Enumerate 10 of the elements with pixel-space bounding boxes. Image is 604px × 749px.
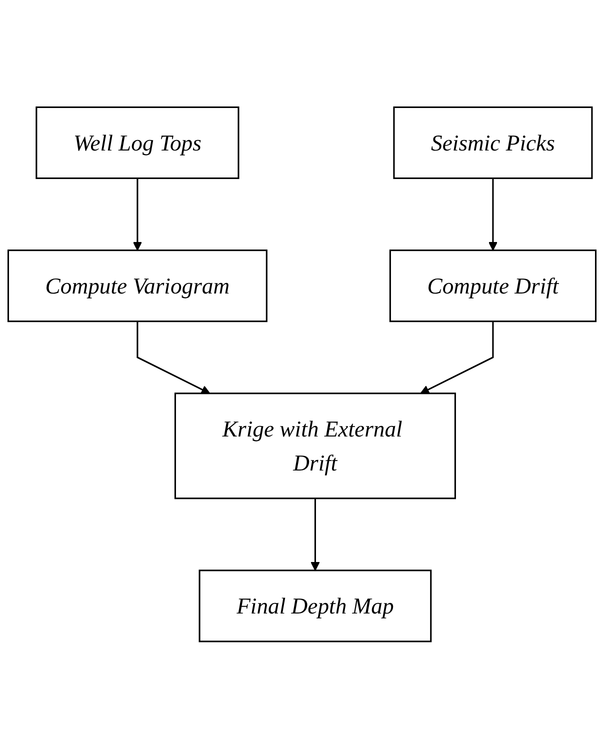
node-box: Compute Variogram — [7, 250, 268, 322]
node-box: Well Log Tops — [36, 106, 240, 180]
node-box: Seismic Picks — [393, 106, 593, 180]
arrow — [310, 498, 320, 571]
arrow — [132, 178, 142, 251]
arrow — [488, 178, 498, 251]
arrow — [136, 321, 210, 394]
node-box: Final Depth Map — [198, 570, 432, 642]
node-box: Krige with External Drift — [174, 392, 456, 500]
arrow — [420, 321, 494, 394]
